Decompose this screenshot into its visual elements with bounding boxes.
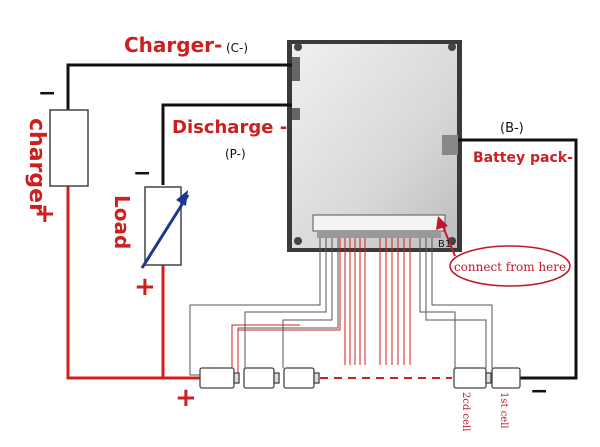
charger-minus: − <box>38 81 56 106</box>
battery-cells <box>199 367 521 389</box>
cell-2-label: 2cd cell <box>460 392 471 431</box>
pack-plus: + <box>175 383 197 413</box>
battery-neg-wire <box>458 138 578 380</box>
load <box>140 186 190 269</box>
pack-minus: − <box>530 379 548 404</box>
charger-neg-label: Charger- <box>124 33 222 57</box>
load-minus: − <box>133 161 151 186</box>
battery-pack-label: Battey pack- <box>473 150 573 166</box>
discharge-neg-code: (P-) <box>225 147 246 161</box>
arrow-icon <box>176 190 188 206</box>
discharge-neg-wire <box>161 103 292 185</box>
cell-3 <box>283 367 320 389</box>
pointer-arrow-icon <box>436 216 448 230</box>
load-plus: + <box>134 272 156 302</box>
charger-label: charger <box>24 118 49 214</box>
load-label: Load <box>110 195 134 249</box>
positive-wires <box>66 186 200 380</box>
charger-plus: + <box>34 199 56 229</box>
charger-neg-code: (C-) <box>226 41 248 55</box>
cell-n-1 <box>453 367 492 389</box>
discharge-neg-label: Discharge - <box>172 117 287 138</box>
battery-neg-code: (B-) <box>500 121 524 136</box>
bms-board <box>287 40 462 252</box>
balance-wires-red <box>231 238 411 378</box>
charger-neg-wire <box>66 63 292 110</box>
balance-wires-grey <box>189 238 493 376</box>
connect-callout <box>436 216 571 287</box>
cell-1-label: 1st cell <box>498 392 509 429</box>
cell-n <box>491 367 521 389</box>
connect-from-here-label: connect from here <box>454 260 566 274</box>
cell-1 <box>199 367 240 389</box>
cell-2 <box>243 367 280 389</box>
b1-label: B1- <box>438 239 455 250</box>
charger <box>49 109 89 187</box>
